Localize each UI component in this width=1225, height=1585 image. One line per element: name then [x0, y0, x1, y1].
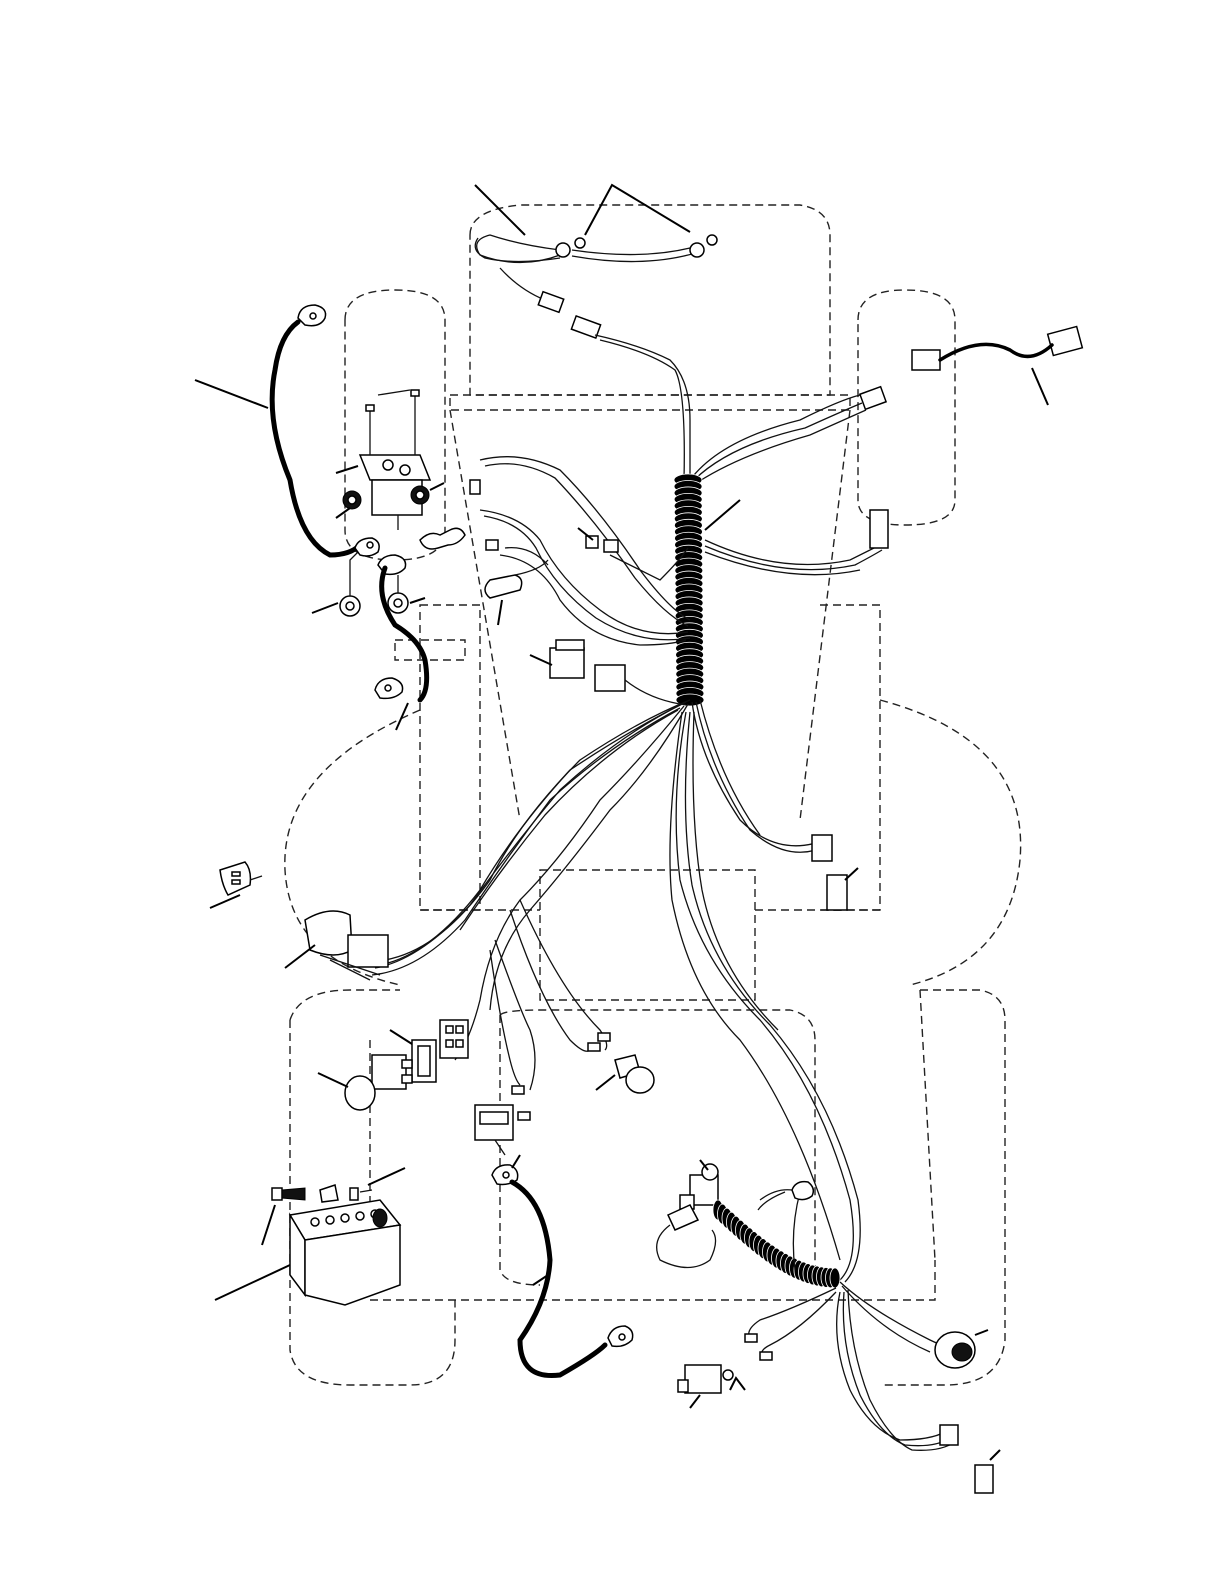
fuse-holder [484, 559, 549, 599]
battery-bolt [271, 1187, 306, 1201]
battery-cable-positive [269, 304, 380, 558]
terminal [597, 1032, 611, 1042]
interlock-switch [656, 1204, 717, 1269]
main-wire-harness [371, 473, 861, 1283]
headlight-bulb-left [555, 237, 586, 258]
alarm-module [614, 1054, 655, 1094]
terminal [587, 1042, 601, 1052]
ignition-switch [304, 910, 389, 981]
harness-coil-wrap [829, 1267, 841, 1289]
light-switch [371, 1054, 413, 1090]
reverse-switch [934, 1331, 976, 1369]
terminal [511, 1085, 525, 1095]
headlight-bulb-right [689, 234, 718, 258]
headlight-harness [474, 234, 693, 481]
brake-switch [677, 1364, 734, 1394]
battery-nut [319, 1184, 373, 1203]
terminal [517, 1111, 531, 1121]
pto-switch [439, 1019, 469, 1059]
battery [288, 1199, 402, 1306]
battery-cable [491, 1164, 634, 1379]
chassis-outline [284, 204, 1022, 1386]
lower-leads [744, 1281, 956, 1451]
hour-meter [474, 1104, 514, 1156]
right-harness-branches [689, 385, 889, 576]
connector-mid-right [811, 834, 848, 911]
upper-left-leads [469, 456, 691, 646]
ground-cable [374, 527, 466, 703]
ignition-key [219, 861, 263, 896]
pto-connector [911, 325, 1084, 371]
solenoid-nut [339, 485, 430, 617]
switch-knob [344, 1075, 376, 1111]
relay [549, 639, 687, 706]
connector-lower [939, 1424, 994, 1494]
lower-coil-harness [712, 1180, 841, 1289]
switch-bezel [411, 1039, 437, 1083]
starter-solenoid [358, 389, 432, 530]
seat-switch [679, 1163, 719, 1210]
